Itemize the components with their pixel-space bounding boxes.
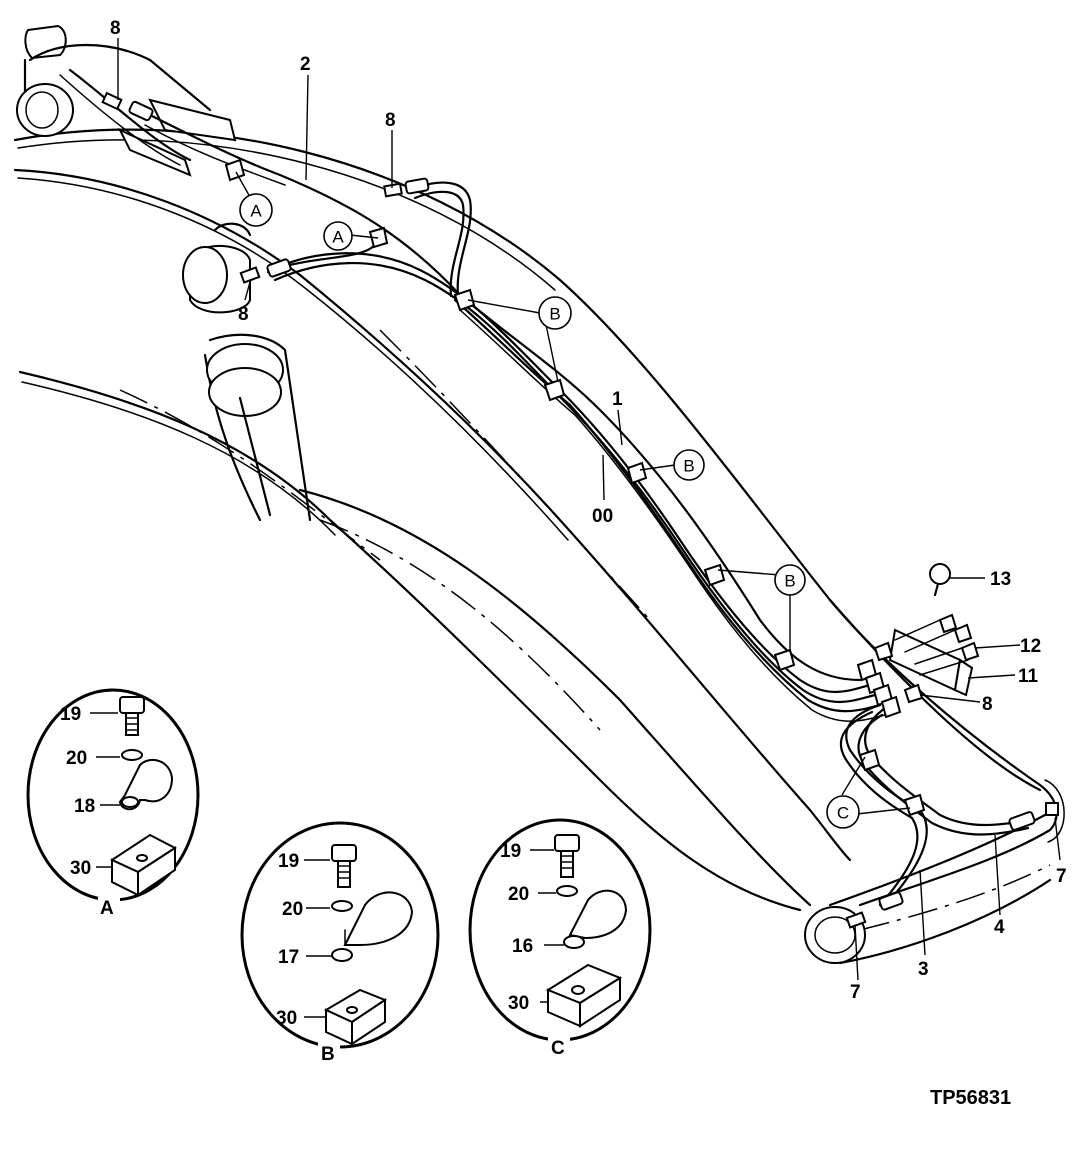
detail-b-title: B [321, 1044, 335, 1065]
callout-8-top: 8 [110, 18, 121, 39]
callout-12: 12 [1020, 636, 1041, 657]
top-left-hardware [16, 24, 237, 177]
clamp-marker-c: C [826, 795, 860, 829]
detail-a-washer-label: 20 [66, 748, 87, 769]
drawing-id: TP56831 [930, 1087, 1011, 1109]
callout-7-bottom: 7 [850, 982, 861, 1003]
callout-00: 00 [592, 506, 613, 527]
clamp-marker-label: C [837, 804, 849, 823]
boom-cylinder [182, 222, 312, 522]
detail-a: 19 20 18 30 A [26, 688, 200, 919]
clamp-marker-label: A [332, 228, 344, 247]
callout-13: 13 [990, 569, 1011, 590]
leader-lines [117, 38, 1061, 981]
clamp-marker-label: A [250, 202, 262, 221]
detail-b: 19 20 17 30 B [240, 821, 440, 1066]
callout-7-right: 7 [1056, 866, 1067, 887]
clamp-marker-b-1: B [538, 296, 572, 330]
callout-2: 2 [300, 54, 311, 75]
clamp-marker-label: B [784, 572, 795, 591]
detail-a-bolt-label: 19 [60, 704, 81, 725]
detail-b-block-label: 30 [276, 1008, 297, 1029]
detail-b-washer-label: 20 [282, 899, 303, 920]
clamp-marker-a-1: A [239, 193, 273, 227]
detail-c-bolt-label: 19 [500, 841, 521, 862]
hose-bundle [144, 113, 1032, 907]
detail-b-clamp-label: 17 [278, 947, 299, 968]
callout-4: 4 [994, 917, 1005, 938]
detail-c-title: C [551, 1038, 565, 1059]
callout-labels: 8 2 8 8 1 00 13 12 11 8 7 4 3 7 [110, 18, 1067, 1003]
callout-11: 11 [1018, 666, 1039, 687]
clamp-marker-label: B [683, 457, 694, 476]
callout-8-right: 8 [982, 694, 993, 715]
callout-8-left: 8 [238, 304, 249, 325]
detail-a-block-label: 30 [70, 858, 91, 879]
callout-8-mid: 8 [385, 110, 396, 131]
detail-c-block-label: 30 [508, 993, 529, 1014]
detail-c-clamp-label: 16 [512, 936, 533, 957]
clamp-marker-b-2: B [673, 449, 705, 481]
clamp-marker-a-2: A [323, 221, 353, 251]
callout-3: 3 [918, 959, 929, 980]
detail-a-clamp-label: 18 [74, 796, 95, 817]
detail-c-washer-label: 20 [508, 884, 529, 905]
clamp-marker-label: B [549, 305, 560, 324]
hose-fittings [101, 91, 1059, 929]
detail-b-bolt-label: 19 [278, 851, 299, 872]
hose-clamps [224, 158, 926, 817]
manifold-block [856, 563, 980, 719]
clamp-marker-b-3: B [774, 564, 806, 596]
callout-1: 1 [612, 389, 623, 410]
detail-c: 19 20 16 30 C [468, 818, 652, 1060]
detail-a-title: A [100, 898, 114, 919]
